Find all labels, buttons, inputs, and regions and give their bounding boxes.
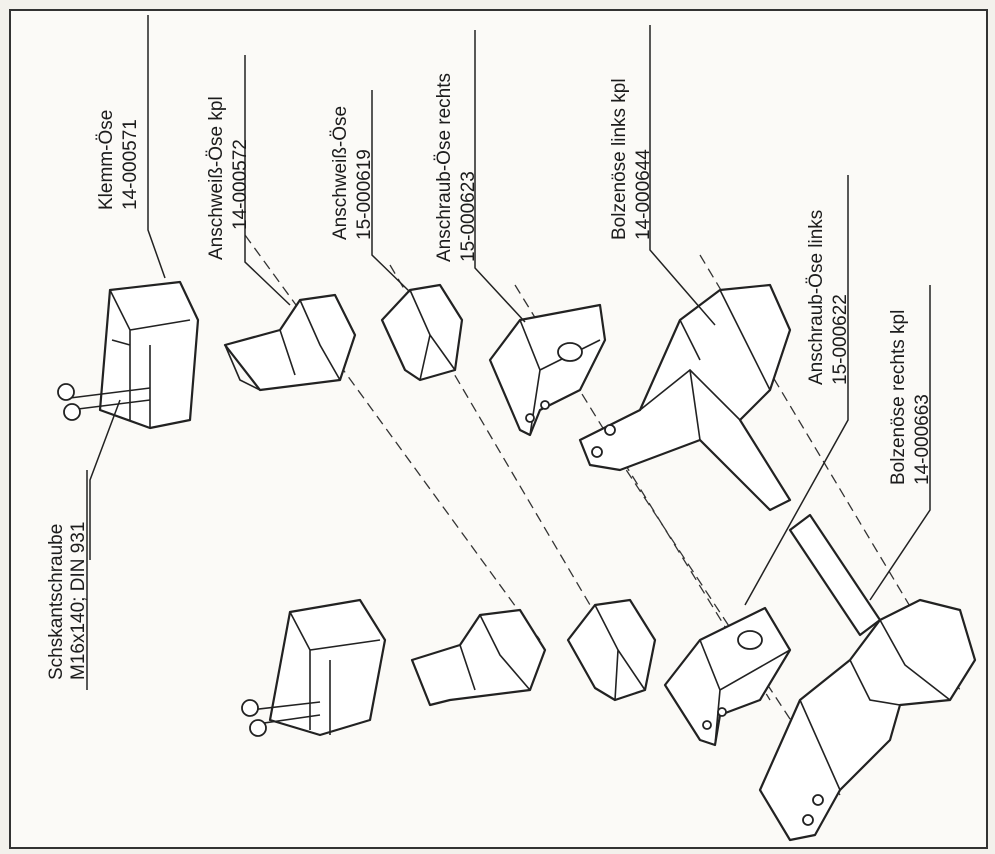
part-anschweiss-oese-bottom [566, 598, 657, 702]
part-anschweiss-oese-kpl-bottom [410, 608, 547, 707]
label-anschraub-oese-links-number: 15-000622 [830, 294, 851, 385]
label-anschweiss-oese-kpl-number: 14-000572 [230, 139, 251, 230]
center-line-1 [244, 234, 541, 641]
label-anschweiss-oese-kpl-name: Anschweiß-Öse kpl [206, 96, 227, 260]
leader-anschraub-oese-links [744, 175, 849, 606]
part-bolzenoese-rechts-kpl-bottom [758, 513, 977, 842]
callout-schskantschraube: Schskantschraube M16x140; DIN 931 [46, 522, 89, 680]
callout-bolzenoese-links-kpl: Bolzenöse links kpl 14-000644 [609, 78, 654, 240]
label-bolzenoese-rechts-kpl-number: 14-000663 [912, 394, 933, 485]
part-anschraub-oese-links-bottom [663, 606, 792, 747]
label-klemm-oese-name: Klemm-Öse [96, 110, 117, 210]
callout-anschraub-oese-rechts: Anschraub-Öse rechts 15-000623 [434, 73, 479, 262]
callout-klemm-oese: Klemm-Öse 14-000571 [96, 110, 141, 210]
part-anschweiss-oese-kpl-top [223, 293, 357, 392]
label-anschweiss-oese-name: Anschweiß-Öse [330, 106, 351, 240]
label-anschweiss-oese-number: 15-000619 [354, 149, 375, 240]
label-schskantschraube-number: M16x140; DIN 931 [68, 522, 89, 680]
label-anschraub-oese-links-name: Anschraub-Öse links [806, 210, 827, 385]
part-anschweiss-oese-top [380, 283, 464, 382]
part-bolzenoese-links-kpl-top [578, 283, 792, 512]
label-bolzenoese-links-kpl-name: Bolzenöse links kpl [609, 78, 630, 240]
leader-anschweiss-oese-kpl [244, 55, 291, 306]
leader-schskantschraube [89, 399, 121, 560]
label-klemm-oese-number: 14-000571 [120, 119, 141, 210]
callout-anschweiss-oese-kpl: Anschweiß-Öse kpl 14-000572 [206, 96, 251, 260]
leader-bolzenoese-links [649, 25, 716, 326]
leader-bolzenoese-rechts [869, 285, 931, 601]
callout-bolzenoese-rechts-kpl: Bolzenöse rechts kpl 14-000663 [888, 310, 933, 485]
label-bolzenoese-rechts-kpl-name: Bolzenöse rechts kpl [888, 310, 909, 485]
callout-anschweiss-oese: Anschweiß-Öse 15-000619 [330, 106, 375, 240]
label-anschraub-oese-rechts-number: 15-000623 [458, 171, 479, 262]
leader-anschraub-oese-rechts [474, 30, 526, 323]
part-anschraub-oese-rechts-top [488, 303, 607, 437]
part-klemm-oese-top [57, 280, 200, 430]
part-klemm-oese-bottom [241, 598, 387, 737]
label-anschraub-oese-rechts-name: Anschraub-Öse rechts [434, 73, 455, 262]
label-bolzenoese-links-kpl-number: 14-000644 [633, 149, 654, 240]
center-line-5 [599, 429, 841, 796]
label-schskantschraube-name: Schskantschraube [46, 524, 67, 680]
leader-klemm-oese [147, 15, 166, 279]
callout-anschraub-oese-links: Anschraub-Öse links 15-000622 [806, 210, 851, 385]
leader-lines [86, 15, 931, 690]
leader-anschweiss-oese [371, 90, 411, 293]
